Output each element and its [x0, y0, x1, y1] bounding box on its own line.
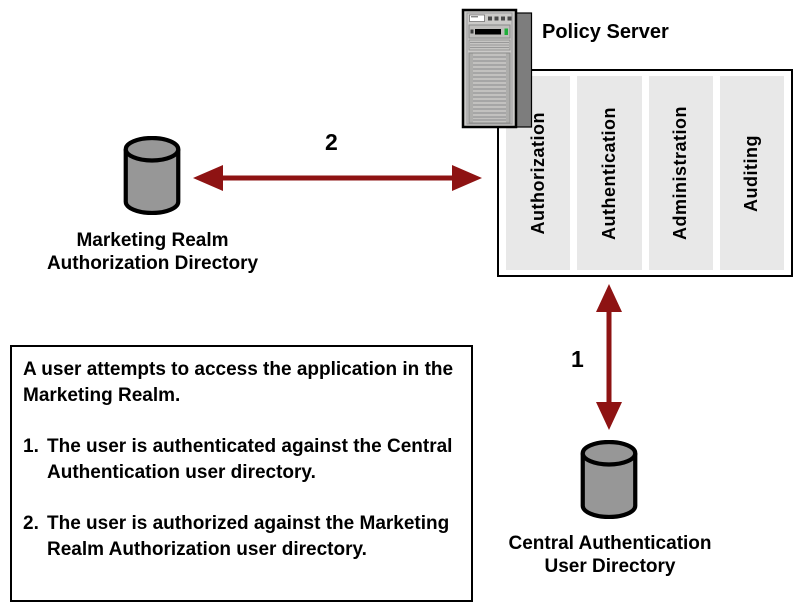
note-step-1-text: The user is authenticated against the Ce…: [47, 436, 453, 483]
marketing-directory-label-line1: Marketing Realm: [76, 230, 229, 251]
service-label: Authentication: [598, 106, 619, 240]
note-step-1: 1. The user is authenticated against the…: [23, 434, 461, 486]
central-directory-label: Central Authentication User Directory: [479, 532, 741, 578]
arrow-label-1: 1: [571, 346, 584, 372]
central-directory-label-line2: User Directory: [544, 556, 676, 577]
policy-server-box: Authorization Authentication Administrat…: [497, 69, 793, 277]
note-box: A user attempts to access the applicatio…: [10, 345, 473, 602]
marketing-directory-database-icon: [122, 135, 182, 216]
note-step-2-number: 2.: [23, 513, 39, 534]
note-intro: A user attempts to access the applicatio…: [23, 359, 454, 406]
service-column-administration: Administration: [648, 76, 713, 270]
marketing-directory-label-line2: Authorization Directory: [46, 253, 259, 274]
service-label: Administration: [670, 105, 691, 240]
policy-server-title: Policy Server: [542, 21, 669, 43]
central-directory-database-icon: [579, 439, 639, 520]
authorization-double-arrow: [190, 160, 486, 196]
service-column-authentication: Authentication: [577, 76, 642, 270]
server-tower-icon: [461, 8, 534, 130]
note-step-2: 2. The user is authorized against the Ma…: [23, 511, 461, 563]
note-step-2-text: The user is authorized against the Marke…: [47, 513, 450, 560]
marketing-directory-label: Marketing Realm Authorization Directory: [10, 229, 295, 275]
service-label: Authorization: [527, 111, 548, 235]
arrow-label-2: 2: [325, 129, 338, 155]
service-label: Auditing: [741, 134, 762, 212]
note-step-1-number: 1.: [23, 436, 39, 457]
authentication-double-arrow: [591, 282, 627, 432]
service-column-auditing: Auditing: [719, 76, 784, 270]
central-directory-label-line1: Central Authentication: [508, 533, 712, 554]
